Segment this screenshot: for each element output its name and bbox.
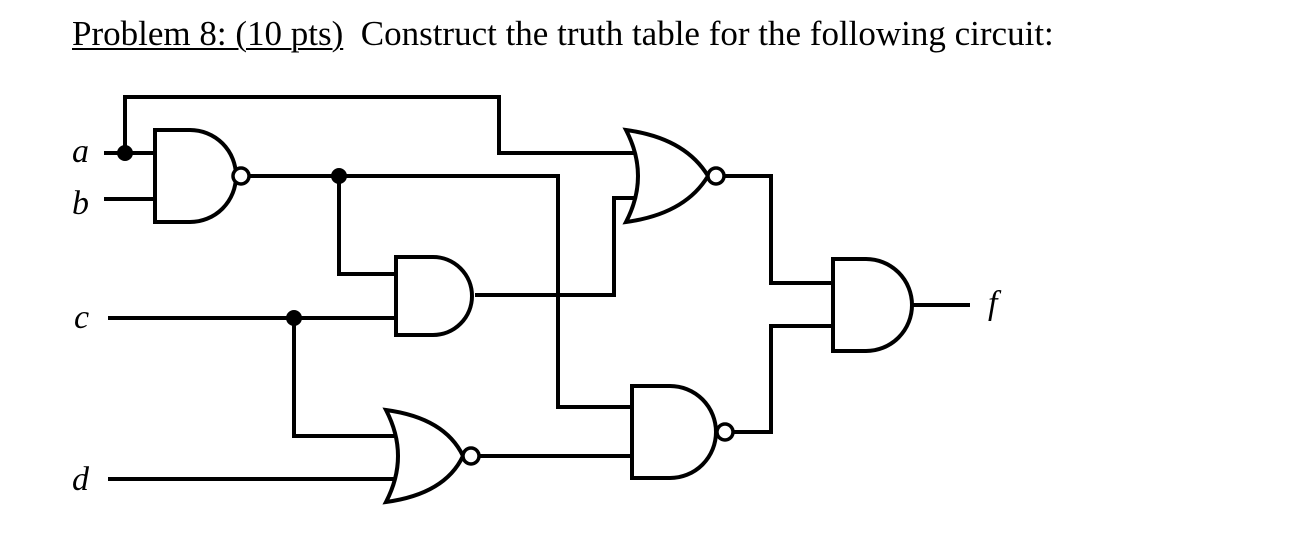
output-label-f: f [988,285,1002,322]
nor-gate-1 [622,127,726,225]
problem-label: Problem 8: (10 pts) [72,14,344,53]
junction-dot-c [286,310,302,326]
wire-nand2-out [725,324,833,434]
wires [104,95,970,481]
wire-nor1-out [725,174,833,285]
wire-nand1-branch [337,176,396,276]
and-gate-2 [831,257,914,353]
wire-c-branch [292,318,394,438]
input-label-a: a [72,133,89,170]
wire-and1-out [475,196,634,297]
and-gate-1 [394,255,474,337]
input-label-b: b [72,185,89,222]
nand-gate-2 [630,384,735,480]
junction-dot-nand1 [331,168,347,184]
problem-title: Problem 8: (10 pts) Construct the truth … [72,14,1054,54]
junction-dot-a [117,145,133,161]
nand-gate-1 [153,128,251,224]
nor-gate-2 [382,407,481,505]
input-label-c: c [74,299,89,336]
wire-a-loop [123,95,634,155]
wire-nand1-out [250,174,632,409]
problem-instruction: Construct the truth table for the follow… [360,14,1054,53]
input-label-d: d [72,461,90,498]
